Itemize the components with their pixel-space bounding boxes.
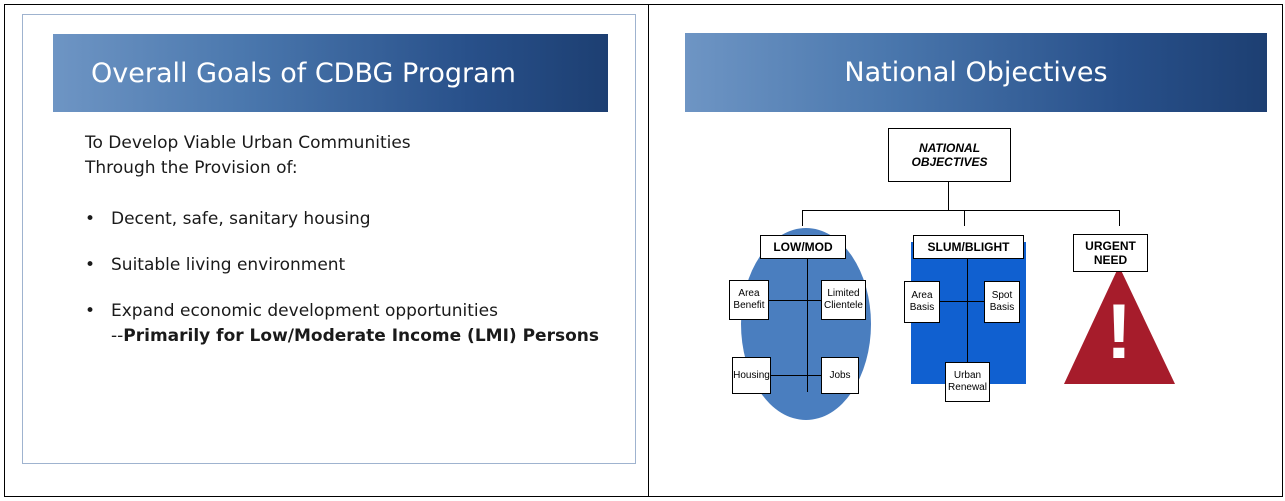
slide-title: Overall Goals of CDBG Program bbox=[91, 57, 516, 89]
connector-line bbox=[768, 375, 822, 376]
urgent-triangle bbox=[1064, 266, 1175, 384]
slide-title-banner: National Objectives bbox=[685, 33, 1267, 112]
slide-overall-goals: Overall Goals of CDBG Program To Develop… bbox=[22, 14, 636, 464]
intro-line: Through the Provision of: bbox=[85, 158, 298, 178]
bullet-icon: • bbox=[85, 255, 96, 275]
connector-line bbox=[802, 210, 803, 226]
slum-blight-box: SLUM/BLIGHT bbox=[913, 235, 1024, 259]
lmi-prefix: -- bbox=[111, 326, 124, 346]
connector-line bbox=[807, 259, 808, 392]
page-frame bbox=[4, 4, 1283, 497]
slide-title: National Objectives bbox=[844, 57, 1108, 88]
bullet-icon: • bbox=[85, 209, 96, 229]
goal-list: •Decent, safe, sanitary housing •Suitabl… bbox=[83, 207, 623, 370]
bullet-icon: • bbox=[85, 301, 96, 321]
connector-line bbox=[948, 182, 949, 210]
jobs-box: Jobs bbox=[821, 357, 859, 394]
slide-title-banner: Overall Goals of CDBG Program bbox=[53, 34, 608, 112]
goal-item: •Expand economic development opportuniti… bbox=[85, 301, 599, 346]
housing-box: Housing bbox=[732, 357, 771, 394]
lmi-emphasis: Primarily for Low/Moderate Income (LMI) … bbox=[123, 326, 599, 346]
goal-item: •Decent, safe, sanitary housing bbox=[83, 207, 623, 232]
intro-text: To Develop Viable Urban Communities Thro… bbox=[85, 131, 411, 181]
connector-line bbox=[964, 210, 965, 226]
intro-line: To Develop Viable Urban Communities bbox=[85, 133, 411, 153]
exclamation-icon: ! bbox=[1106, 287, 1132, 375]
lowmod-box: LOW/MOD bbox=[760, 235, 846, 259]
connector-line bbox=[939, 301, 985, 302]
connector-line bbox=[768, 300, 822, 301]
goal-item: •Suitable living environment bbox=[83, 253, 623, 278]
connector-line bbox=[802, 210, 1119, 211]
column-divider bbox=[648, 4, 649, 497]
connector-line bbox=[1119, 210, 1120, 226]
connector-line bbox=[967, 259, 968, 362]
